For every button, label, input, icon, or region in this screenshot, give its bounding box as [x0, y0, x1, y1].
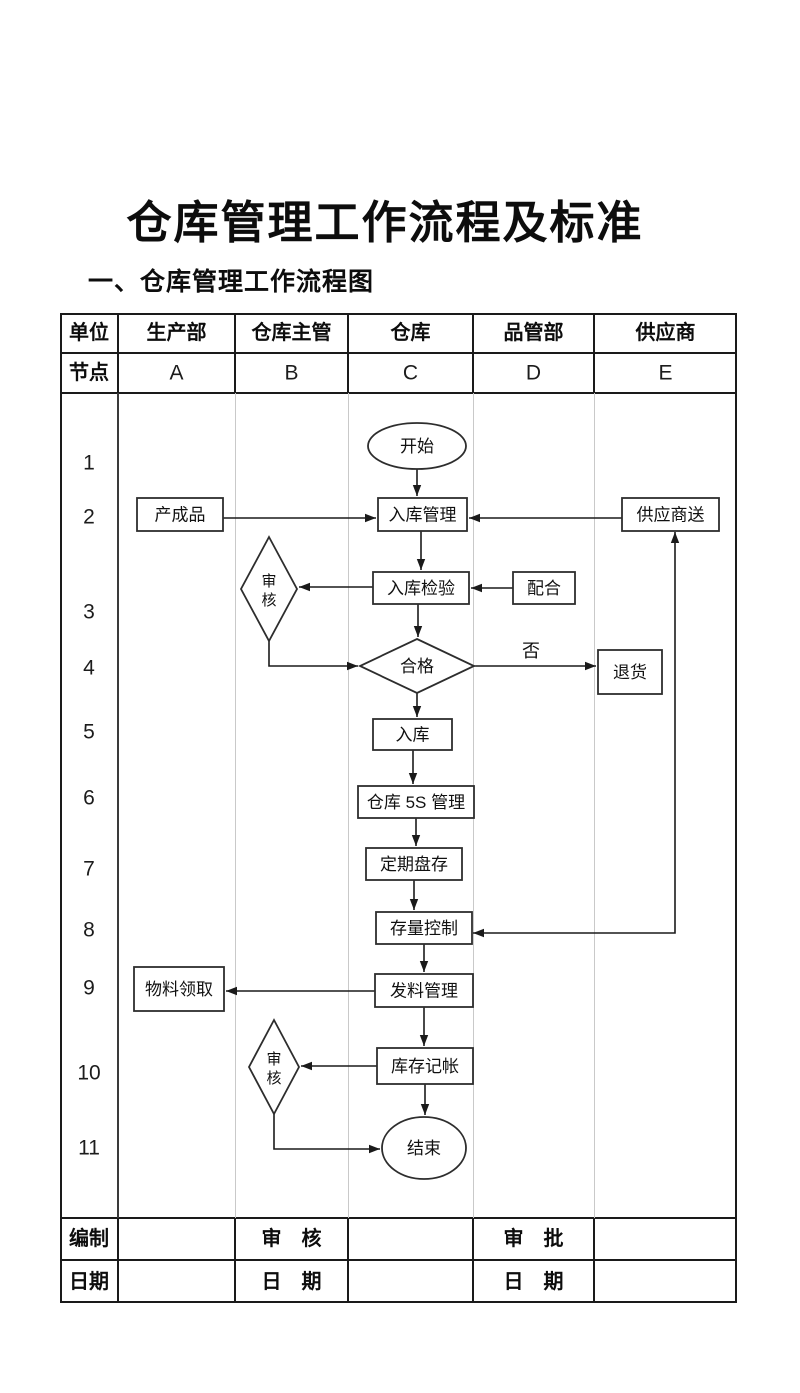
column-divider-header — [472, 313, 474, 393]
header-node-letter-E: E — [658, 361, 673, 385]
row-divider-flow-footer — [60, 1217, 737, 1219]
lane-divider — [234, 393, 236, 1218]
header-dept-5: 供应商 — [635, 322, 696, 344]
column-divider-header — [347, 313, 349, 393]
header-dept-3: 仓库 — [390, 322, 431, 344]
row-number-3: 3 — [83, 600, 95, 624]
table-outer-border — [60, 313, 737, 1303]
document-title: 仓库管理工作流程及标准 — [126, 197, 644, 248]
row-number-2: 2 — [83, 505, 95, 529]
column-divider-flow — [117, 393, 119, 1218]
row-number-11: 11 — [78, 1136, 100, 1160]
row-divider-unit-node — [60, 352, 737, 354]
column-divider-footer — [234, 1218, 236, 1303]
lane-divider — [347, 393, 349, 1218]
footer-label-0: 编制 — [69, 1228, 109, 1250]
row-number-4: 4 — [83, 656, 95, 680]
row-number-7: 7 — [83, 857, 95, 881]
row-number-8: 8 — [83, 918, 95, 942]
footer-cell-1-1: 日 期 — [261, 1270, 322, 1293]
row-number-10: 10 — [77, 1061, 101, 1085]
column-divider-footer — [117, 1218, 119, 1303]
column-divider-header — [117, 313, 119, 393]
footer-cell-0-1: 审 核 — [261, 1228, 322, 1250]
header-dept-2: 仓库主管 — [251, 322, 332, 344]
column-divider-footer — [347, 1218, 349, 1303]
row-divider-footer — [60, 1259, 737, 1261]
column-divider-footer — [472, 1218, 474, 1303]
header-dept-4: 品管部 — [503, 322, 564, 344]
footer-label-1: 日期 — [69, 1270, 109, 1293]
column-divider-header — [234, 313, 236, 393]
header-node-letter-D: D — [525, 361, 542, 385]
lane-divider — [593, 393, 595, 1218]
row-number-5: 5 — [83, 720, 95, 744]
column-divider-header — [593, 313, 595, 393]
column-divider-footer — [593, 1218, 595, 1303]
header-node-letter-C: C — [402, 361, 419, 385]
footer-cell-0-3: 审 批 — [503, 1228, 564, 1250]
lane-divider — [472, 393, 474, 1218]
row-number-1: 1 — [83, 451, 95, 475]
header-node-letter-A: A — [169, 361, 184, 385]
header-unit-label: 单位 — [69, 322, 109, 344]
header-dept-1: 生产部 — [146, 322, 207, 344]
header-node-letter-B: B — [284, 361, 299, 385]
section-heading: 一、仓库管理工作流程图 — [88, 268, 375, 296]
row-divider-node-flow — [60, 392, 737, 394]
header-node-label: 节点 — [69, 362, 109, 384]
footer-cell-1-3: 日 期 — [503, 1270, 564, 1293]
row-number-9: 9 — [83, 976, 95, 1000]
row-number-6: 6 — [83, 786, 95, 810]
